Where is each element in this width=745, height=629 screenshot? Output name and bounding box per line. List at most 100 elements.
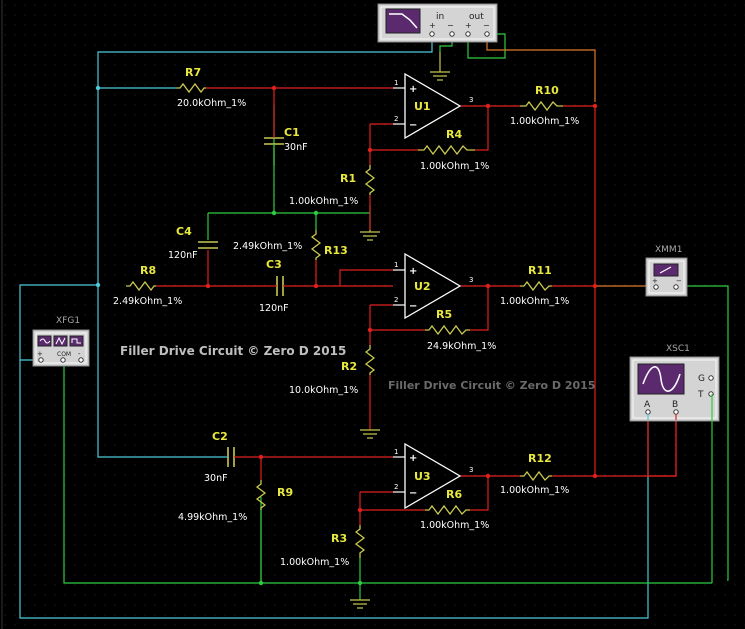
opamp-U3-pin-plus: 1 — [394, 448, 398, 456]
opamp-U2-pin-out: 3 — [469, 276, 473, 284]
xsc1-a-terminal[interactable] — [645, 409, 651, 415]
capacitor-C1-value: 30nF — [284, 142, 308, 153]
opamp-U2[interactable]: + − U2 1 2 3 — [393, 252, 473, 320]
xsc1-b-label: B — [672, 400, 678, 410]
opamp-U3-pin-out: 3 — [469, 466, 473, 474]
bode-out-label: out — [469, 12, 484, 22]
capacitor-C4-ref: C4 — [176, 225, 192, 238]
resistor-R3-shape — [354, 525, 366, 558]
capacitor-C4-value: 120nF — [168, 250, 198, 261]
resistor-R13-value: 2.49kOhm_1% — [233, 241, 302, 252]
resistor-R4-value: 1.00kOhm_1% — [420, 161, 489, 172]
bode-in-minus-terminal[interactable] — [449, 31, 455, 37]
ground-icon — [430, 52, 450, 81]
svg-text:−: − — [483, 21, 490, 30]
resistor-R2-value: 10.0kOhm_1% — [289, 385, 358, 396]
opamp-U1[interactable]: + − U1 1 2 3 — [393, 72, 473, 140]
bode-out-minus-terminal[interactable] — [484, 31, 490, 37]
resistor-R1-value: 1.00kOhm_1% — [289, 196, 358, 207]
bode-out-plus-terminal[interactable] — [465, 31, 471, 37]
function-generator-xfg1[interactable]: XFG1 + COM - — [32, 316, 90, 367]
xsc1-t-label: T — [697, 390, 704, 400]
bode-plotter[interactable]: in out + − + − — [377, 3, 498, 43]
resistor-R1-shape — [364, 165, 376, 195]
opamp-U1-ref: U1 — [414, 100, 431, 113]
xmm1-minus-terminal[interactable] — [673, 284, 679, 290]
xmm1-label: XMM1 — [655, 245, 682, 255]
svg-text:+: + — [429, 21, 436, 30]
resistor-R2-shape — [364, 345, 376, 375]
resistor-R5-value: 24.9kOhm_1% — [427, 341, 496, 352]
resistor-shapes — [126, 82, 563, 558]
resistor-R3-ref: R3 — [331, 532, 347, 545]
xsc1-a-label: A — [644, 400, 651, 410]
wires-cyan — [19, 38, 649, 619]
resistor-R11-shape — [520, 280, 552, 292]
capacitor-C1-ref: C1 — [284, 126, 300, 139]
resistor-R4-ref: R4 — [446, 128, 462, 141]
svg-text:−: − — [409, 120, 417, 131]
resistor-R12-shape — [520, 470, 552, 482]
multimeter-xmm1[interactable]: XMM1 + − — [645, 245, 688, 297]
resistor-R13-ref: R13 — [324, 244, 348, 257]
xsc1-b-terminal[interactable] — [673, 409, 679, 415]
opamp-U3[interactable]: + − U3 1 2 3 — [393, 442, 473, 510]
ground-icon — [350, 599, 370, 609]
xmm1-plus-terminal[interactable] — [653, 284, 659, 290]
resistor-R5-ref: R5 — [436, 308, 452, 321]
resistor-R8-ref: R8 — [140, 264, 156, 277]
wires-orange — [486, 38, 648, 287]
oscilloscope-xsc1[interactable]: XSC1 G T A B — [629, 344, 720, 422]
resistor-R5-shape — [425, 324, 470, 336]
page-title: Filler Drive Circuit © Zero D 2015 — [120, 344, 346, 358]
resistor-R6-value: 1.00kOhm_1% — [420, 520, 489, 531]
resistor-R6-shape — [425, 504, 470, 516]
xfg1-com-terminal[interactable] — [60, 357, 66, 363]
junctions — [95, 85, 598, 586]
waveform-icon — [37, 335, 84, 347]
svg-text:+: + — [409, 266, 417, 277]
opamp-U2-pin-plus: 1 — [394, 261, 398, 269]
resistor-R11-ref: R11 — [528, 264, 552, 277]
xsc1-g-label: G — [698, 374, 705, 384]
resistor-R7-value: 20.0kOhm_1% — [177, 98, 246, 109]
resistor-R10-shape — [520, 100, 563, 112]
capacitor-C2-ref: C2 — [212, 430, 228, 443]
xsc1-g-terminal[interactable] — [708, 375, 714, 381]
svg-text:−: − — [447, 21, 454, 30]
capacitor-C3-ref: C3 — [266, 258, 282, 271]
bode-in-plus-terminal[interactable] — [429, 31, 435, 37]
xfg1-pin-minus: - — [78, 350, 81, 358]
xfg1-plus-terminal[interactable] — [38, 357, 44, 363]
bode-in-label: in — [436, 12, 444, 22]
resistor-R9-shape — [255, 480, 267, 510]
ground-symbols — [350, 52, 450, 609]
resistor-R9-value: 4.99kOhm_1% — [178, 512, 247, 523]
svg-text:−: − — [409, 488, 417, 499]
opamp-U2-pin-minus: 2 — [394, 296, 398, 304]
capacitor-C2-value: 30nF — [204, 473, 228, 484]
resistor-R2-ref: R2 — [341, 360, 357, 373]
svg-text:+: + — [409, 84, 417, 95]
resistor-R8-shape — [126, 280, 156, 292]
resistor-R6-ref: R6 — [446, 488, 462, 501]
svg-text:+: + — [409, 453, 417, 464]
resistor-R10-value: 1.00kOhm_1% — [510, 116, 579, 127]
opamp-U3-ref: U3 — [414, 470, 431, 483]
ground-icon — [360, 429, 380, 439]
xfg1-label: XFG1 — [56, 316, 80, 326]
svg-text:+: + — [652, 277, 658, 285]
svg-text:−: − — [409, 301, 417, 312]
resistor-R9-ref: R9 — [277, 486, 293, 499]
resistor-R12-ref: R12 — [528, 452, 552, 465]
ground-icon — [360, 230, 380, 241]
resistor-R10-ref: R10 — [535, 84, 559, 97]
resistor-R8-value: 2.49kOhm_1% — [113, 296, 182, 307]
component-labels: R7 20.0kOhm_1% R10 1.00kOhm_1% R4 1.00kO… — [113, 66, 579, 568]
resistor-R11-value: 1.00kOhm_1% — [500, 296, 569, 307]
xfg1-minus-terminal[interactable] — [78, 357, 84, 363]
xsc1-label: XSC1 — [666, 344, 690, 354]
scope-b-wire — [595, 410, 677, 477]
